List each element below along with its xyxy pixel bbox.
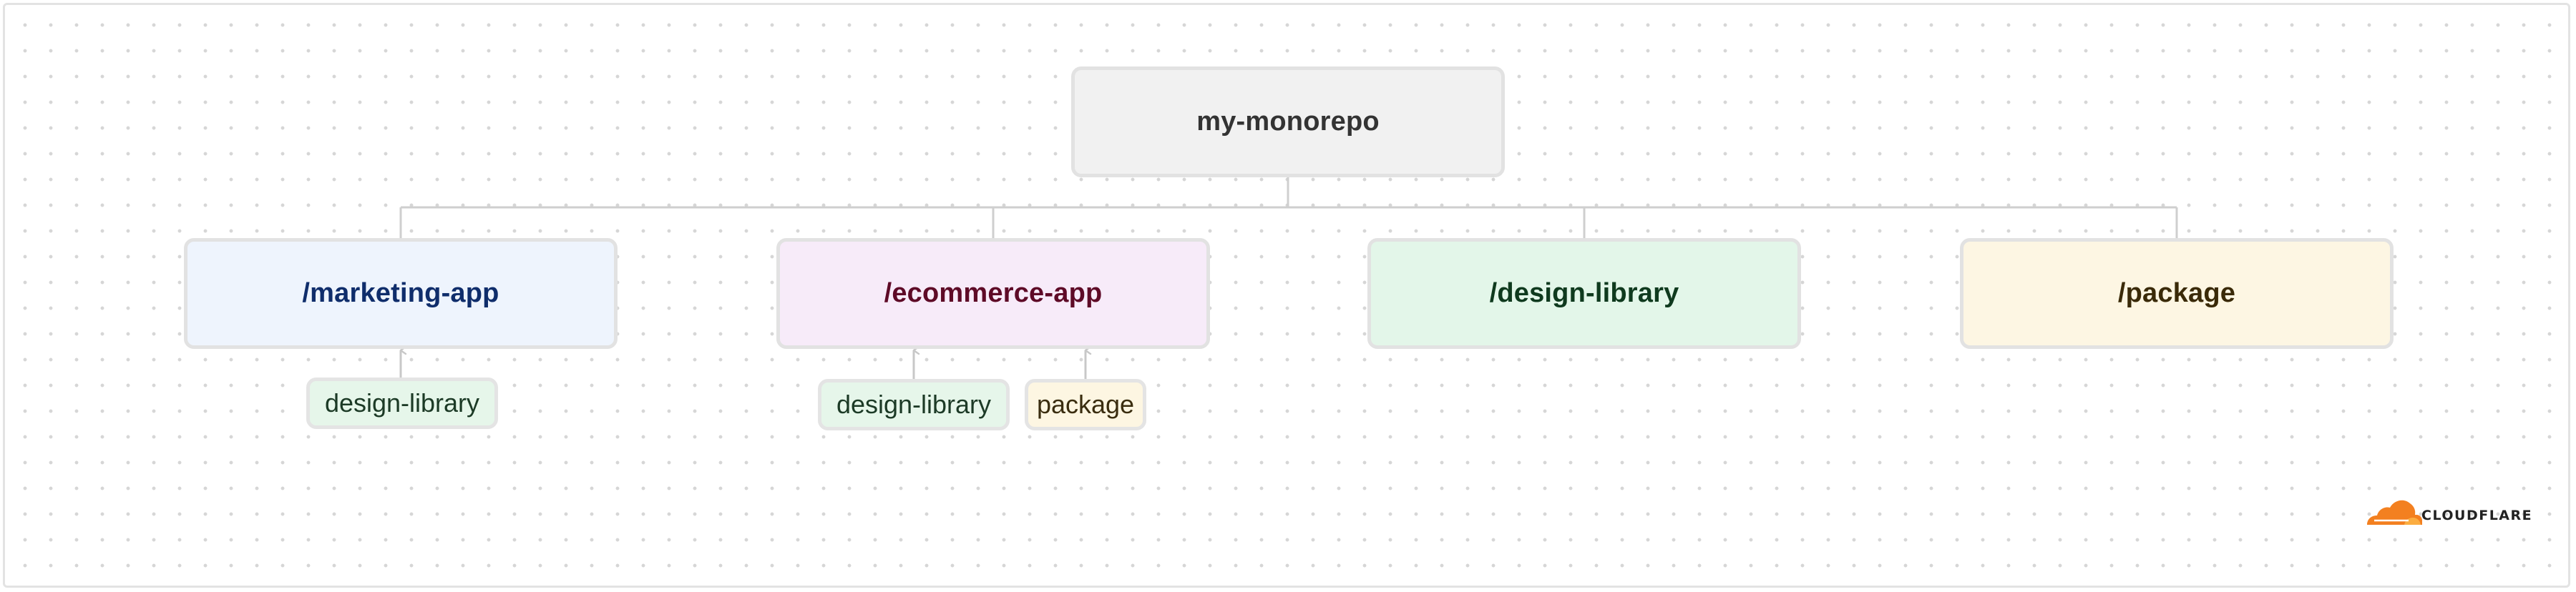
- dependency-chip-label: package: [1036, 390, 1135, 419]
- dependency-chip-ecommerce-design-library: design-library: [818, 379, 1010, 430]
- root-node-my-monorepo: my-monorepo: [1071, 66, 1505, 177]
- dependency-chip-ecommerce-package: package: [1025, 379, 1146, 430]
- dependency-chip-label: design-library: [836, 390, 992, 419]
- package-node-label: /design-library: [1489, 278, 1679, 308]
- cloudflare-logo-text: CLOUDFLARE: [2421, 508, 2533, 523]
- package-node-label: /marketing-app: [302, 278, 499, 308]
- package-node-label: /ecommerce-app: [884, 278, 1103, 308]
- package-node-design-library: /design-library: [1367, 238, 1801, 349]
- package-node-package: /package: [1960, 238, 2394, 349]
- root-node-label: my-monorepo: [1196, 107, 1380, 137]
- dependency-chip-label: design-library: [324, 388, 480, 418]
- cloudflare-cloud-icon: [2367, 500, 2422, 525]
- package-node-ecommerce-app: /ecommerce-app: [776, 238, 1210, 349]
- package-node-label: /package: [2117, 278, 2236, 308]
- dependency-chip-marketing-design-library: design-library: [306, 378, 498, 429]
- package-node-marketing-app: /marketing-app: [184, 238, 618, 349]
